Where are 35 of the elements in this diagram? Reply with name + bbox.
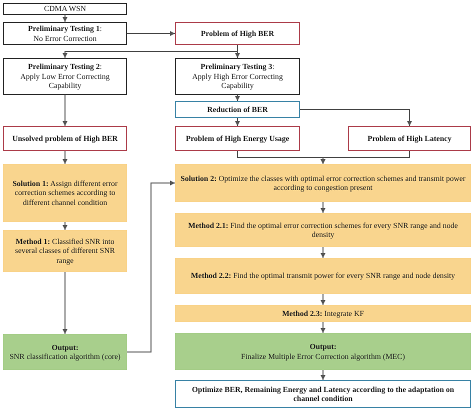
process-box (175, 213, 471, 247)
arrow (62, 150, 68, 164)
process-box (3, 22, 127, 45)
process-box (175, 333, 471, 370)
process-box (175, 305, 471, 322)
process-box (175, 101, 300, 118)
process-box (175, 258, 471, 294)
process-box (175, 126, 300, 151)
process-box (3, 230, 127, 272)
process-box (3, 126, 127, 151)
process-box (175, 58, 300, 95)
arrow (62, 14, 68, 22)
arrow (62, 272, 68, 334)
arrow (320, 322, 326, 334)
arrow (320, 294, 326, 306)
process-box (3, 3, 127, 15)
arrow (320, 370, 326, 380)
arrow (62, 94, 68, 126)
arrow (235, 118, 240, 126)
process-box (3, 164, 127, 222)
arrow (320, 150, 410, 164)
process-box (175, 22, 300, 45)
arrow (320, 246, 326, 258)
process-box (175, 380, 471, 408)
process-box (3, 58, 127, 95)
process-box (348, 126, 471, 151)
process-box (175, 164, 471, 202)
arrow (126, 180, 176, 352)
arrow (62, 222, 68, 230)
arrow (126, 31, 176, 36)
arrow (320, 202, 326, 214)
arrow (300, 109, 412, 126)
process-box (3, 334, 127, 370)
arrow (235, 44, 240, 58)
arrow (235, 94, 240, 102)
